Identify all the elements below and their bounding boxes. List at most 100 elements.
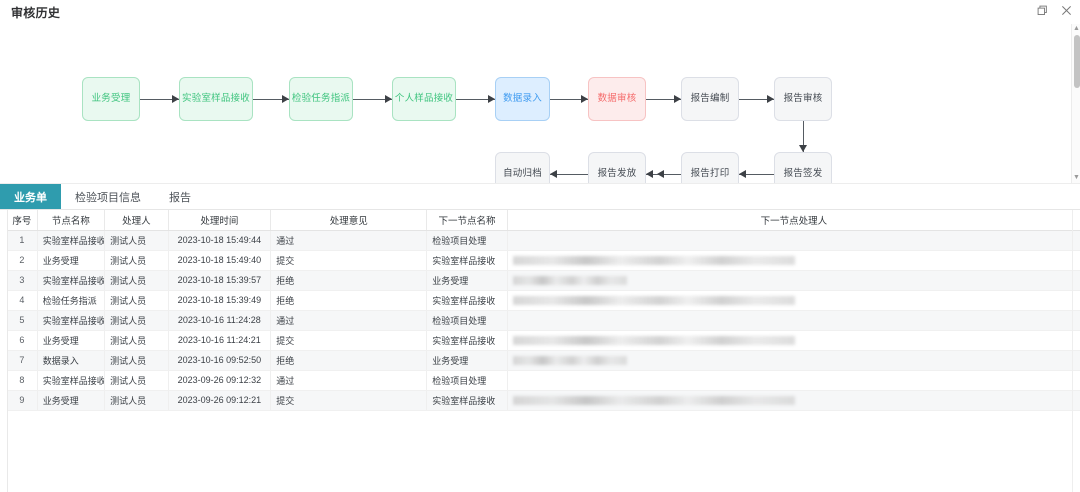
workflow-canvas: 业务受理实验室样品接收 检验任务指派 个人样品接收 数据录入 数据审核报告编制 报告审核报… — [0, 24, 1072, 183]
table-cell-time: 2023-10-16 09:52:50 — [168, 350, 272, 371]
diagram-scrollbar[interactable]: ▲ ▼ — [1071, 24, 1080, 183]
redacted-value — [512, 255, 795, 265]
flow-connector — [253, 99, 289, 100]
flow-node-n11[interactable]: 报告发放 — [588, 152, 646, 183]
table-cell-node: 实验室样品接收 — [37, 230, 106, 251]
table-cell-node: 实验室样品接收 — [37, 270, 106, 291]
table-cell-next-user — [507, 330, 1080, 351]
table-cell-user: 测试人员 — [104, 310, 169, 331]
flow-node-n5[interactable]: 数据录入 — [495, 77, 550, 121]
table-col-header[interactable]: 处理意见 — [270, 210, 428, 231]
flow-arrow — [581, 95, 588, 103]
table-cell-next-user — [507, 370, 1080, 391]
window-titlebar: 审核历史 — [0, 0, 1080, 24]
scrollbar-thumb[interactable] — [1073, 35, 1080, 88]
flow-node-label: 报告审核 — [783, 93, 823, 105]
table-header-row: 序号节点名称处理人处理时间处理意见下一节点名称下一节点处理人 — [7, 210, 1080, 231]
flow-node-label: 报告签发 — [783, 168, 823, 180]
scroll-down-icon[interactable]: ▼ — [1073, 174, 1080, 181]
flow-node-label: 报告发放 — [597, 168, 637, 180]
flow-node-n4[interactable]: 个人样品接收 — [392, 77, 456, 121]
table-cell-next: 实验室样品接收 — [426, 250, 508, 271]
flow-arrow — [799, 145, 807, 152]
flow-node-n3[interactable]: 检验任务指派 — [289, 77, 353, 121]
flow-node-label: 个人样品接收 — [394, 93, 454, 105]
scroll-up-icon[interactable]: ▲ — [1073, 25, 1080, 32]
table-col-header[interactable]: 处理时间 — [168, 210, 272, 231]
table-cell-idx: 8 — [7, 370, 38, 391]
flow-node-n10[interactable]: 报告打印 — [681, 152, 739, 183]
flow-node-n1[interactable]: 业务受理 — [82, 77, 140, 121]
table-col-header[interactable]: 处理人 — [104, 210, 169, 231]
flow-arrow — [488, 95, 495, 103]
tab-bar: 业务单 检验项目信息 报告 — [0, 183, 1080, 210]
flow-node-n8[interactable]: 报告审核 — [774, 77, 832, 121]
flow-arrow — [385, 95, 392, 103]
flow-arrow — [674, 95, 681, 103]
flow-arrow — [646, 170, 653, 178]
table-cell-next-user — [507, 310, 1080, 331]
table-cell-time: 2023-10-18 15:39:49 — [168, 290, 272, 311]
workflow-diagram: 业务受理实验室样品接收 检验任务指派 个人样品接收 数据录入 数据审核报告编制 报告审核报… — [0, 24, 1080, 183]
table-cell-next: 实验室样品接收 — [426, 290, 508, 311]
table-cell-idx: 6 — [7, 330, 38, 351]
table-cell-user: 测试人员 — [104, 270, 169, 291]
flow-node-n7[interactable]: 报告编制 — [681, 77, 739, 121]
table-cell-opinion: 提交 — [270, 330, 428, 351]
table-cell-user: 测试人员 — [104, 330, 169, 351]
table-cell-next: 检验项目处理 — [426, 370, 508, 391]
flow-node-label: 数据录入 — [503, 93, 542, 105]
tab-0[interactable]: 业务单 — [0, 184, 61, 210]
flow-arrow — [172, 95, 179, 103]
redacted-value — [512, 295, 795, 305]
table-cell-node: 实验室样品接收 — [37, 310, 106, 331]
tab-1[interactable]: 检验项目信息 — [75, 192, 141, 204]
flow-node-n2[interactable]: 实验室样品接收 — [179, 77, 253, 121]
table-right-border — [1072, 210, 1073, 492]
table-cell-next: 实验室样品接收 — [426, 330, 508, 351]
table-cell-next: 实验室样品接收 — [426, 390, 508, 411]
flow-node-label: 检验任务指派 — [291, 93, 351, 105]
flow-connector — [550, 99, 588, 100]
table-cell-time: 2023-10-16 11:24:28 — [168, 310, 272, 331]
table-cell-user: 测试人员 — [104, 230, 169, 251]
table-cell-node: 实验室样品接收 — [37, 370, 106, 391]
table-cell-time: 2023-10-16 11:24:21 — [168, 330, 272, 351]
table-cell-idx: 2 — [7, 250, 38, 271]
table-col-header[interactable]: 序号 — [7, 210, 38, 231]
table-cell-node: 检验任务指派 — [37, 290, 106, 311]
redacted-value — [512, 335, 795, 345]
table-col-header[interactable]: 节点名称 — [37, 210, 106, 231]
table-left-border — [7, 210, 8, 492]
flow-node-n6[interactable]: 数据审核 — [588, 77, 646, 121]
redacted-value — [512, 395, 795, 405]
table-cell-next-user — [507, 350, 1080, 371]
close-icon[interactable] — [1059, 3, 1074, 18]
flow-node-n9[interactable]: 报告签发 — [774, 152, 832, 183]
table-cell-time: 2023-09-26 09:12:32 — [168, 370, 272, 391]
table-cell-opinion: 拒绝 — [270, 270, 428, 291]
flow-connector — [140, 99, 179, 100]
table-col-header[interactable]: 下一节点处理人 — [507, 210, 1080, 231]
table-cell-opinion: 拒绝 — [270, 350, 428, 371]
table-cell-next: 业务受理 — [426, 350, 508, 371]
tab-2[interactable]: 报告 — [169, 192, 191, 204]
table-col-header[interactable]: 下一节点名称 — [426, 210, 508, 231]
restore-icon[interactable] — [1035, 3, 1050, 18]
table-cell-user: 测试人员 — [104, 250, 169, 271]
flow-node-n12[interactable]: 自动归档 — [495, 152, 550, 183]
table-cell-idx: 1 — [7, 230, 38, 251]
table-cell-next-user — [507, 290, 1080, 311]
table-cell-next-user — [507, 230, 1080, 251]
table-cell-next-user — [507, 390, 1080, 411]
